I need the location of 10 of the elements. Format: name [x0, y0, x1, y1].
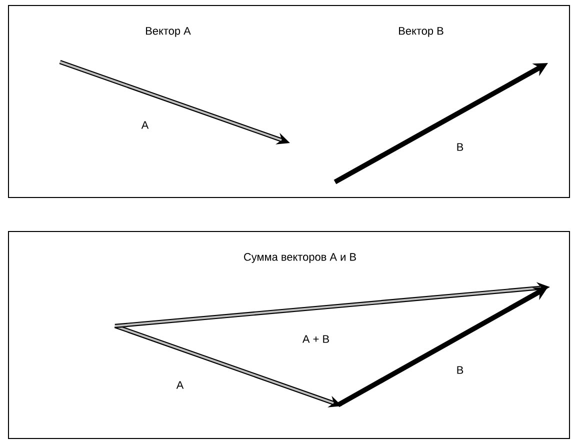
vector-label: B	[457, 366, 464, 374]
vector-label: A	[176, 381, 184, 389]
panel	[8, 231, 570, 439]
panel-heading: Сумма векторов A и B	[244, 253, 356, 263]
panel-heading: Вектор A	[146, 27, 191, 37]
vector-label: A + B	[302, 335, 329, 343]
panel	[8, 5, 570, 198]
panel-heading: Вектор B	[399, 27, 444, 37]
vector-label: A	[141, 121, 149, 129]
vector-label: B	[457, 143, 464, 151]
